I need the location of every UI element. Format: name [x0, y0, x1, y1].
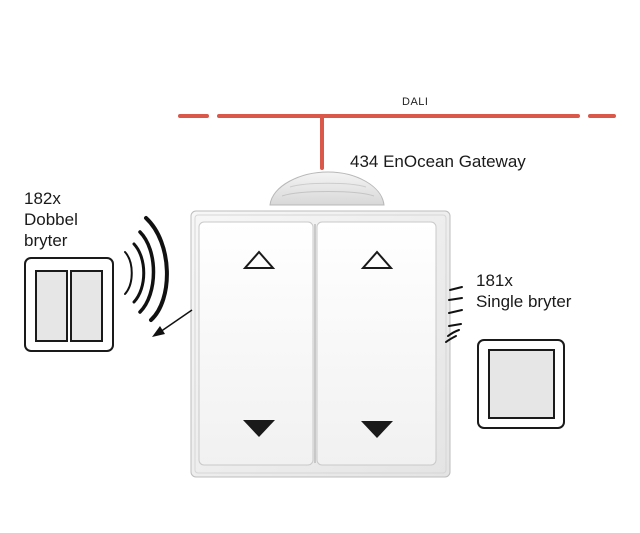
gateway-label: 434 EnOcean Gateway: [350, 152, 526, 171]
wireless-signal-icon: [445, 286, 463, 343]
triangle-up-outline-icon: [242, 250, 276, 269]
dali-bus-line: [178, 114, 616, 170]
signal-arrow-icon: [152, 309, 193, 337]
double-switch-icon: [24, 257, 114, 352]
dali-bus-label: DALI: [402, 96, 429, 108]
triangle-up-outline-icon: [360, 250, 394, 269]
triangle-down-filled-icon: [243, 420, 275, 437]
wireless-signal-icon: [124, 216, 169, 322]
double-switch-name-line1: Dobbel: [24, 210, 78, 229]
single-switch-name: Single bryter: [476, 292, 572, 311]
left-rocker[interactable]: [198, 221, 314, 466]
right-rocker[interactable]: [316, 221, 437, 466]
triangle-down-filled-icon: [361, 421, 393, 438]
single-switch-icon: [477, 339, 565, 429]
double-switch-count: 182x: [24, 189, 61, 208]
main-double-switch: [190, 210, 451, 478]
gateway-device: [269, 171, 385, 206]
double-switch-name-line2: bryter: [24, 231, 68, 250]
single-switch-count: 181x: [476, 271, 513, 290]
